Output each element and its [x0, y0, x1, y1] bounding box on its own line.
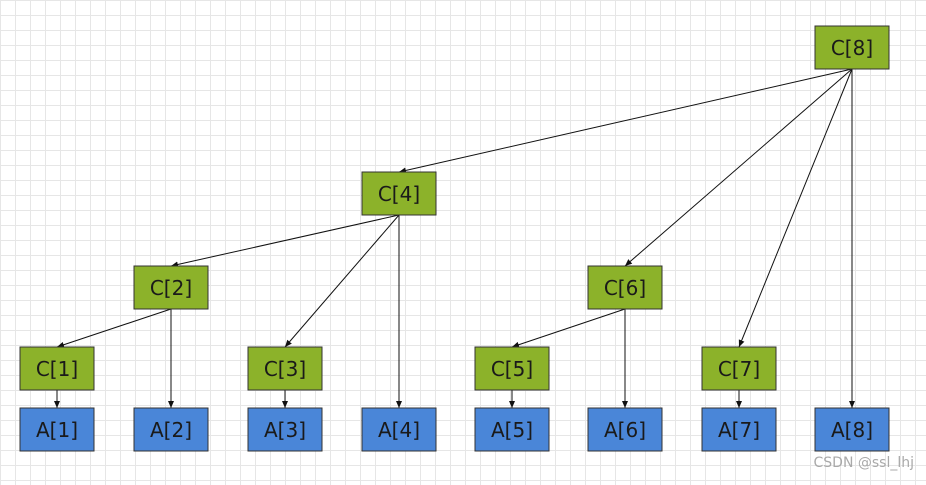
edge-c2-c1 — [56, 308, 172, 348]
node-a4: A[4] — [361, 407, 437, 452]
node-a3: A[3] — [247, 407, 323, 452]
watermark: CSDN @ssl_lhj — [813, 455, 915, 471]
edge-c4-c2 — [170, 214, 400, 268]
svg-text:A[6]: A[6] — [604, 418, 646, 442]
edge-c8-c7 — [738, 68, 853, 348]
svg-text:C[6]: C[6] — [604, 276, 646, 300]
node-c4: C[4] — [361, 171, 437, 216]
node-a1: A[1] — [19, 407, 95, 452]
svg-text:C[3]: C[3] — [264, 357, 306, 381]
edge-c4-c3 — [284, 214, 400, 348]
node-c6: C[6] — [587, 265, 663, 310]
node-c8: C[8] — [814, 25, 890, 70]
edge-c8-c6 — [624, 68, 853, 267]
edge-c8-c4 — [398, 68, 853, 174]
svg-text:A[3]: A[3] — [264, 418, 306, 442]
node-a7: A[7] — [701, 407, 777, 452]
node-c7: C[7] — [701, 346, 777, 391]
svg-text:A[8]: A[8] — [831, 418, 873, 442]
svg-text:A[2]: A[2] — [150, 418, 192, 442]
edge-c6-c5 — [511, 308, 626, 348]
svg-text:C[4]: C[4] — [378, 182, 420, 206]
node-a8: A[8] — [814, 407, 890, 452]
svg-text:C[1]: C[1] — [36, 357, 78, 381]
node-a2: A[2] — [133, 407, 209, 452]
svg-text:A[1]: A[1] — [36, 418, 78, 442]
node-c1: C[1] — [19, 346, 95, 391]
svg-text:C[7]: C[7] — [718, 357, 760, 381]
svg-text:A[4]: A[4] — [378, 418, 420, 442]
node-a5: A[5] — [474, 407, 550, 452]
svg-text:C[5]: C[5] — [491, 357, 533, 381]
node-c2: C[2] — [133, 265, 209, 310]
svg-text:C[8]: C[8] — [831, 36, 873, 60]
node-c5: C[5] — [474, 346, 550, 391]
node-c3: C[3] — [247, 346, 323, 391]
node-a6: A[6] — [587, 407, 663, 452]
edges-layer — [54, 68, 855, 408]
svg-text:A[7]: A[7] — [718, 418, 760, 442]
svg-text:A[5]: A[5] — [491, 418, 533, 442]
svg-text:C[2]: C[2] — [150, 276, 192, 300]
